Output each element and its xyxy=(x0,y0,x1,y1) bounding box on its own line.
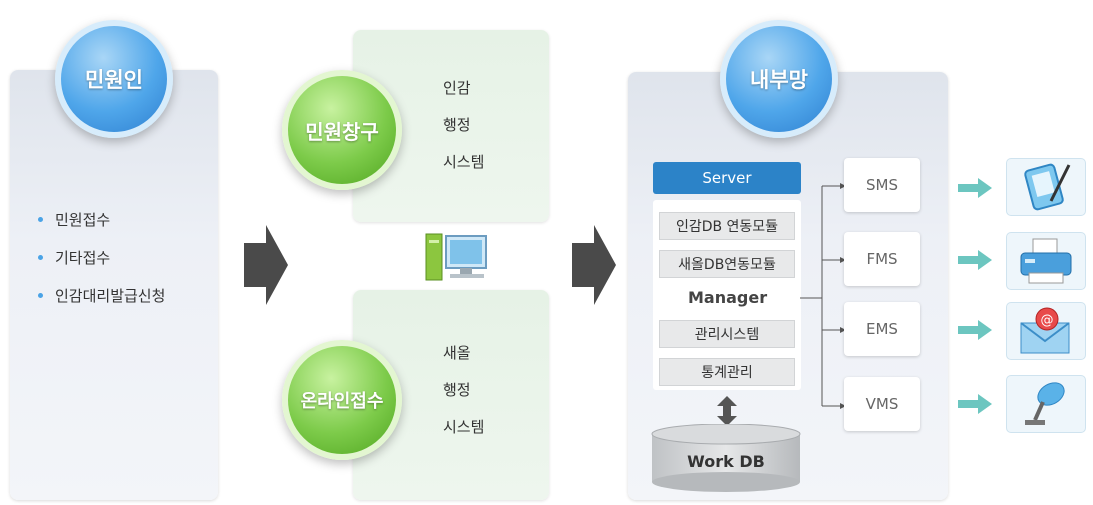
list-item: 인감대리발급신청 xyxy=(38,276,165,314)
vms-box: VMS xyxy=(844,377,920,431)
work-db-cylinder xyxy=(651,424,801,492)
system-connector-lines xyxy=(800,183,846,409)
flow-arrow-2 xyxy=(572,225,616,305)
statistics-module: 통계관리 xyxy=(659,358,795,386)
sms-icon-box xyxy=(1006,158,1086,216)
computer-icon xyxy=(425,233,487,281)
citizen-title: 민원인 xyxy=(85,68,143,92)
ems-output-arrow-icon xyxy=(958,320,992,340)
flow-arrow-1 xyxy=(244,225,288,305)
list-item: 기타접수 xyxy=(38,238,165,276)
window-system-text: 인감 행정 시스템 xyxy=(443,79,485,171)
vms-output-arrow-icon xyxy=(958,394,992,414)
phone-pen-icon xyxy=(1024,163,1071,211)
ems-icon-box: @ xyxy=(1006,302,1086,360)
vms-icon-box xyxy=(1006,375,1086,433)
management-system-module: 관리시스템 xyxy=(659,320,795,348)
online-bubble-label: 온라인접수 xyxy=(300,391,384,412)
window-bubble-label: 민원창구 xyxy=(305,119,379,144)
fms-box: FMS xyxy=(844,232,920,286)
online-bubble: 온라인접수 xyxy=(282,340,402,460)
email-icon: @ xyxy=(1020,307,1070,354)
citizen-service-list: 민원접수 기타접수 인감대리발급신청 xyxy=(38,200,165,314)
list-item: 민원접수 xyxy=(38,200,165,238)
printer-icon xyxy=(1020,238,1072,284)
manager-label: Manager xyxy=(688,288,768,307)
microphone-icon xyxy=(1025,382,1065,425)
online-system-text: 새올 행정 시스템 xyxy=(443,344,485,436)
internal-title: 내부망 xyxy=(750,68,808,92)
bidirectional-arrow-icon xyxy=(717,396,737,426)
ems-box: EMS xyxy=(844,302,920,356)
saeol-db-module: 새올DB연동모듈 xyxy=(659,250,795,278)
fms-icon-box xyxy=(1006,232,1086,290)
window-bubble: 민원창구 xyxy=(282,70,402,190)
internal-bubble: 내부망 xyxy=(720,20,838,138)
svg-text:@: @ xyxy=(1041,313,1054,328)
citizen-panel xyxy=(10,70,218,500)
fms-output-arrow-icon xyxy=(958,250,992,270)
work-db-label: Work DB xyxy=(687,452,765,471)
citizen-bubble: 민원인 xyxy=(55,20,173,138)
seal-db-module: 인감DB 연동모듈 xyxy=(659,212,795,240)
sms-output-arrow-icon xyxy=(958,178,992,198)
sms-box: SMS xyxy=(844,158,920,212)
server-header: Server xyxy=(653,162,801,194)
